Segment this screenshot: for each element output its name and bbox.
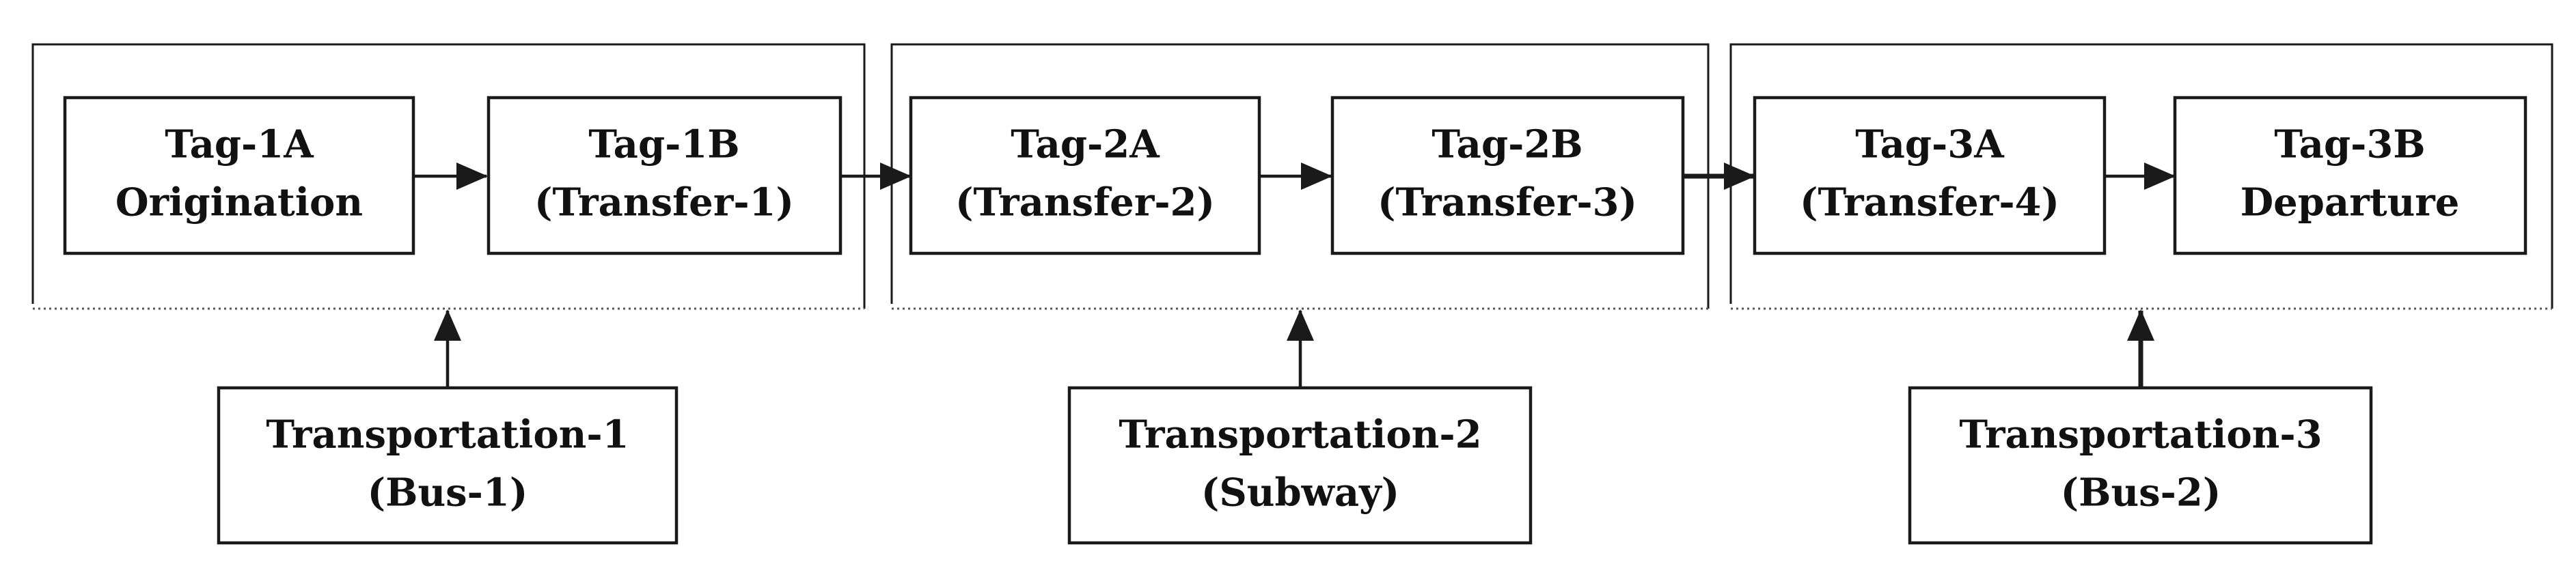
tag-1a-subtitle: Origination <box>115 180 363 225</box>
transportation-1-node: Transportation-1 (Bus-1) <box>217 386 679 545</box>
tag-3b-title: Tag-3B <box>2274 122 2425 167</box>
tag-3b-subtitle: Departure <box>2241 180 2460 225</box>
transportation-3-title: Transportation-3 <box>1959 412 2322 458</box>
tag-3a-node: Tag-3A (Transfer-4) <box>1753 96 2107 255</box>
tag-3a-subtitle: (Transfer-4) <box>1800 180 2059 225</box>
tag-2b-subtitle: (Transfer-3) <box>1378 180 1637 225</box>
tag-1a-title: Tag-1A <box>165 122 314 167</box>
tag-1b-subtitle: (Transfer-1) <box>534 180 794 225</box>
tag-1b-title: Tag-1B <box>588 122 739 167</box>
tag-1b-node: Tag-1B (Transfer-1) <box>487 96 842 255</box>
transportation-2-title: Transportation-2 <box>1119 412 1481 458</box>
tag-2a-subtitle: (Transfer-2) <box>955 180 1215 225</box>
tag-3a-title: Tag-3A <box>1855 122 2005 167</box>
transportation-3-subtitle: (Bus-2) <box>2061 470 2221 516</box>
transportation-1-subtitle: (Bus-1) <box>368 470 528 516</box>
tag-2a-node: Tag-2A (Transfer-2) <box>909 96 1261 255</box>
tag-2b-node: Tag-2B (Transfer-3) <box>1330 96 1685 255</box>
transportation-2-node: Transportation-2 (Subway) <box>1067 386 1533 545</box>
tag-2a-title: Tag-2A <box>1011 122 1160 167</box>
tag-2b-title: Tag-2B <box>1431 122 1582 167</box>
tag-3b-node: Tag-3B Departure <box>2173 96 2527 255</box>
transportation-1-title: Transportation-1 <box>266 412 629 458</box>
tag-1a-node: Tag-1A Origination <box>63 96 415 255</box>
transportation-2-subtitle: (Subway) <box>1201 470 1399 516</box>
transportation-3-node: Transportation-3 (Bus-2) <box>1908 386 2373 545</box>
